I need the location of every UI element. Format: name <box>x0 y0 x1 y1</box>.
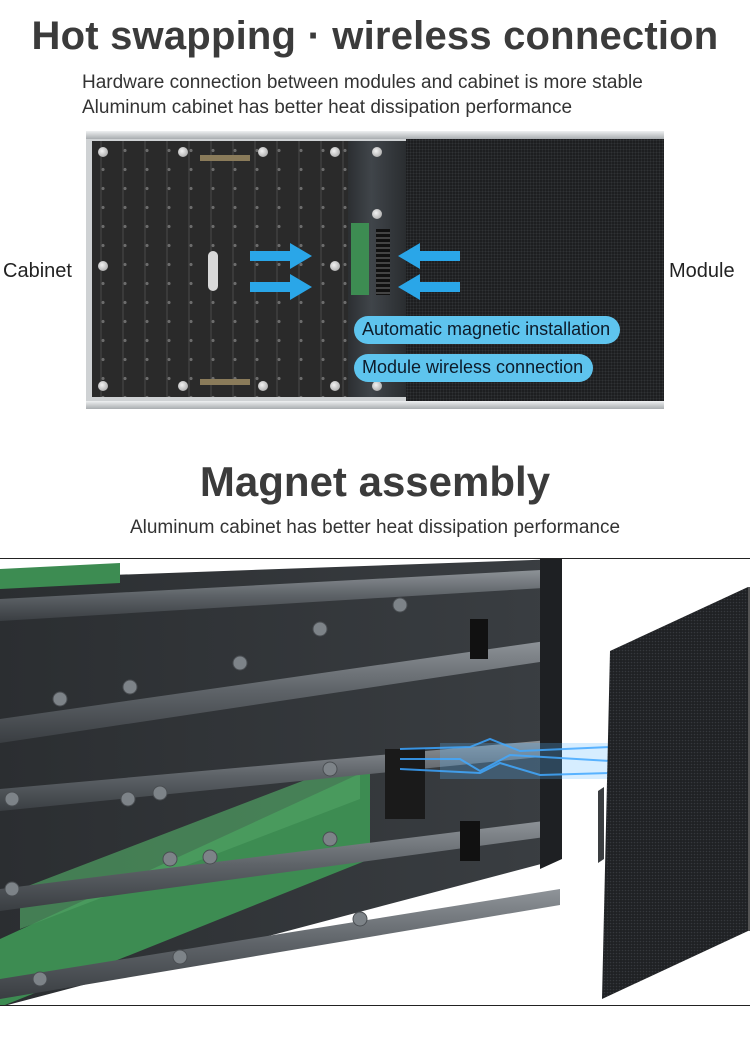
hub-connector <box>376 229 390 295</box>
led-module-panel <box>598 587 750 999</box>
magnet-assembly-illustration <box>0 558 750 1006</box>
arrow-left-icon <box>398 243 460 269</box>
screw-icon <box>98 381 108 391</box>
screw-icon <box>372 147 382 157</box>
screw-icon <box>178 381 188 391</box>
section1-subtitle-line1: Hardware connection between modules and … <box>82 72 643 93</box>
screw-icon <box>372 381 382 391</box>
section2-subtitle: Aluminum cabinet has better heat dissipa… <box>129 517 621 538</box>
screw-icon <box>330 261 340 271</box>
pcb-connector-top <box>200 155 250 161</box>
screw-icon <box>98 261 108 271</box>
cabinet-label: Cabinet <box>3 260 72 282</box>
callout-magnetic-installation: Automatic magnetic installation <box>354 316 621 344</box>
callout-wireless-connection: Module wireless connection <box>354 354 594 382</box>
pcb-magnet <box>208 251 218 291</box>
wireless-signal-icon <box>400 737 610 779</box>
receiver-card <box>351 223 369 295</box>
screw-icon <box>258 147 268 157</box>
screw-icon <box>258 381 268 391</box>
screw-icon <box>98 147 108 157</box>
cabinet-back-pcb <box>92 141 348 397</box>
module-label: Module <box>669 260 735 282</box>
arrow-right-icon <box>250 243 312 269</box>
cabinet-rail-bottom <box>86 401 664 409</box>
section1-subtitle-line2: Aluminum cabinet has better heat dissipa… <box>82 97 573 118</box>
cabinet-rail-top <box>86 131 664 139</box>
section2-title: Magnet assembly <box>199 458 551 505</box>
pcb-connector-bottom <box>200 379 250 385</box>
arrow-left-icon <box>398 274 460 300</box>
hot-swap-illustration: Automatic magnetic installation Module w… <box>86 131 664 409</box>
screw-icon <box>178 147 188 157</box>
cabinet-3d-view <box>0 559 562 1005</box>
screw-icon <box>330 147 340 157</box>
arrow-right-icon <box>250 274 312 300</box>
screw-icon <box>330 381 340 391</box>
section1-title: Hot swapping · wireless connection <box>31 14 719 58</box>
screw-icon <box>372 209 382 219</box>
